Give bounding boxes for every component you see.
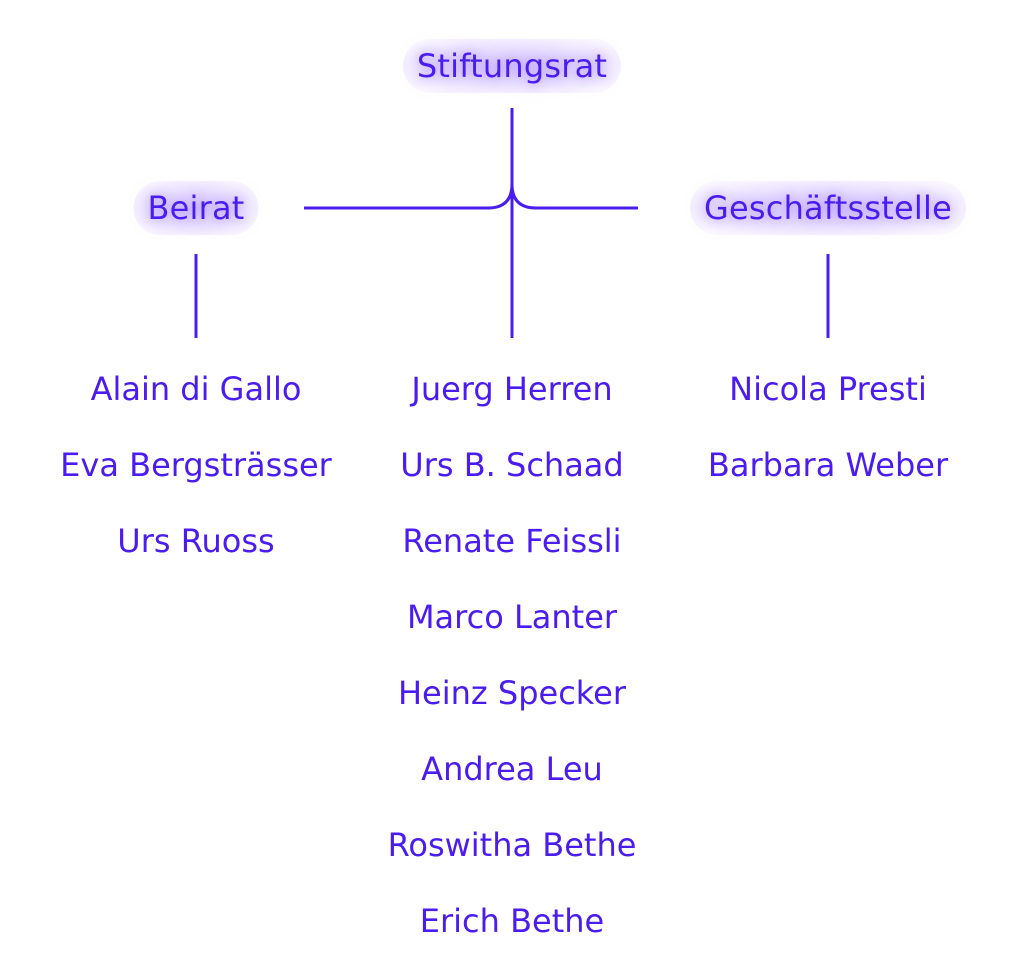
branch-to-beirat — [304, 183, 514, 210]
member-name: Juerg Herren — [411, 370, 613, 408]
heading-beirat: Beirat — [133, 181, 259, 235]
stiftungsrat-members: Juerg Herren Urs B. Schaad Renate Feissl… — [342, 360, 682, 968]
member-name: Marco Lanter — [406, 598, 618, 636]
member-name: Nicola Presti — [729, 370, 927, 408]
member-name: Andrea Leu — [421, 750, 603, 788]
heading-stiftungsrat: Stiftungsrat — [402, 39, 622, 93]
member-name: Roswitha Bethe — [387, 826, 637, 864]
member-name: Alain di Gallo — [90, 370, 302, 408]
member-name: Barbara Weber — [707, 446, 949, 484]
member-name: Urs B. Schaad — [400, 446, 624, 484]
branch-to-geschaeftsstelle — [510, 183, 638, 210]
member-name: Eva Bergsträsser — [60, 446, 332, 484]
geschaeftsstelle-members: Nicola Presti Barbara Weber — [658, 360, 998, 512]
member-name: Erich Bethe — [419, 902, 605, 940]
member-name: Renate Feissli — [402, 522, 622, 560]
member-name: Heinz Specker — [397, 674, 627, 712]
heading-geschaeftsstelle: Geschäftsstelle — [690, 181, 966, 235]
beirat-members: Alain di Gallo Eva Bergsträsser Urs Ruos… — [26, 360, 366, 588]
member-name: Urs Ruoss — [117, 522, 275, 560]
